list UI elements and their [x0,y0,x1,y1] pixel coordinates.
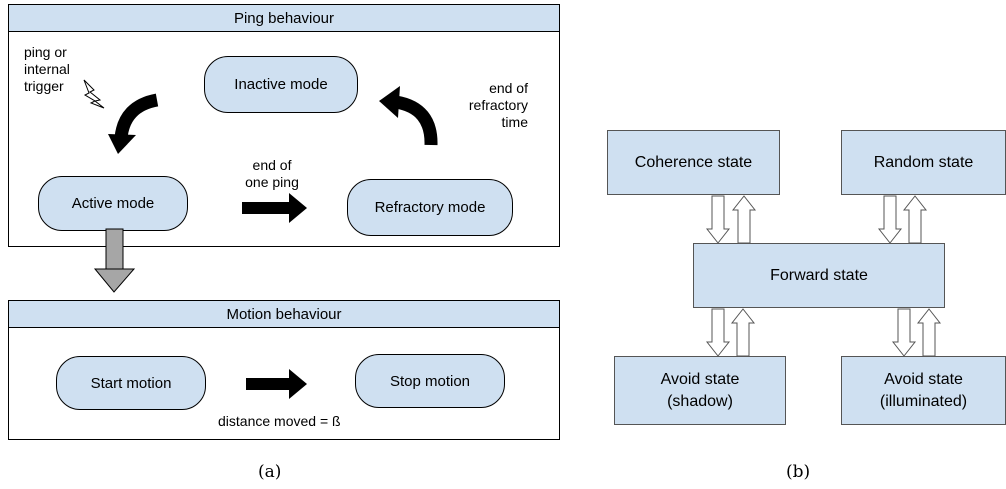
start-motion-node: Start motion [56,356,206,410]
arrows-forward-avoid-shadow [705,308,756,357]
end-of-one-ping-label: end of one ping [232,157,312,191]
curved-arrow-to-inactive [379,86,438,146]
caption-a: (a) [258,462,282,482]
forward-state-box: Forward state [693,243,945,308]
trigger-label: ping or internal trigger [24,44,70,95]
trigger-label-line: trigger [24,78,64,94]
end-refractory-line: refractory [468,97,528,113]
stop-motion-node: Stop motion [355,354,505,408]
end-ping-line: one ping [245,174,299,190]
arrow-active-to-refractory [242,193,307,223]
distance-moved-label: distance moved = ß [218,413,341,429]
curved-arrow-to-active [108,93,159,154]
end-of-refractory-label: end of refractory time [448,80,528,131]
arrows-random-forward [877,195,928,244]
random-state-box: Random state [841,130,1006,195]
avoid-shadow-line: (shadow) [667,392,733,410]
ping-behaviour-header: Ping behaviour [9,5,559,32]
caption-b: (b) [786,462,811,482]
avoid-illuminated-line: (illuminated) [879,392,968,410]
grey-down-arrow [93,228,136,293]
refractory-mode-node: Refractory mode [347,179,513,236]
avoid-illuminated-line: Avoid state [884,370,963,388]
end-refractory-line: end of [489,80,528,96]
end-refractory-line: time [501,114,528,130]
active-mode-node: Active mode [38,176,188,231]
inactive-mode-node: Inactive mode [204,56,358,113]
arrows-forward-avoid-illuminated [891,308,942,357]
avoid-state-shadow-box: Avoid state (shadow) [614,356,786,425]
end-ping-line: end of [252,157,292,173]
arrows-coherence-forward [705,195,757,244]
coherence-state-box: Coherence state [607,130,780,195]
avoid-state-illuminated-box: Avoid state (illuminated) [841,356,1006,425]
lightning-bolt-icon [83,79,105,109]
avoid-shadow-line: Avoid state [660,370,740,388]
trigger-label-line: internal [24,61,70,77]
trigger-label-line: ping or [24,44,67,60]
arrow-start-to-stop [246,369,307,399]
motion-behaviour-header: Motion behaviour [9,301,559,328]
